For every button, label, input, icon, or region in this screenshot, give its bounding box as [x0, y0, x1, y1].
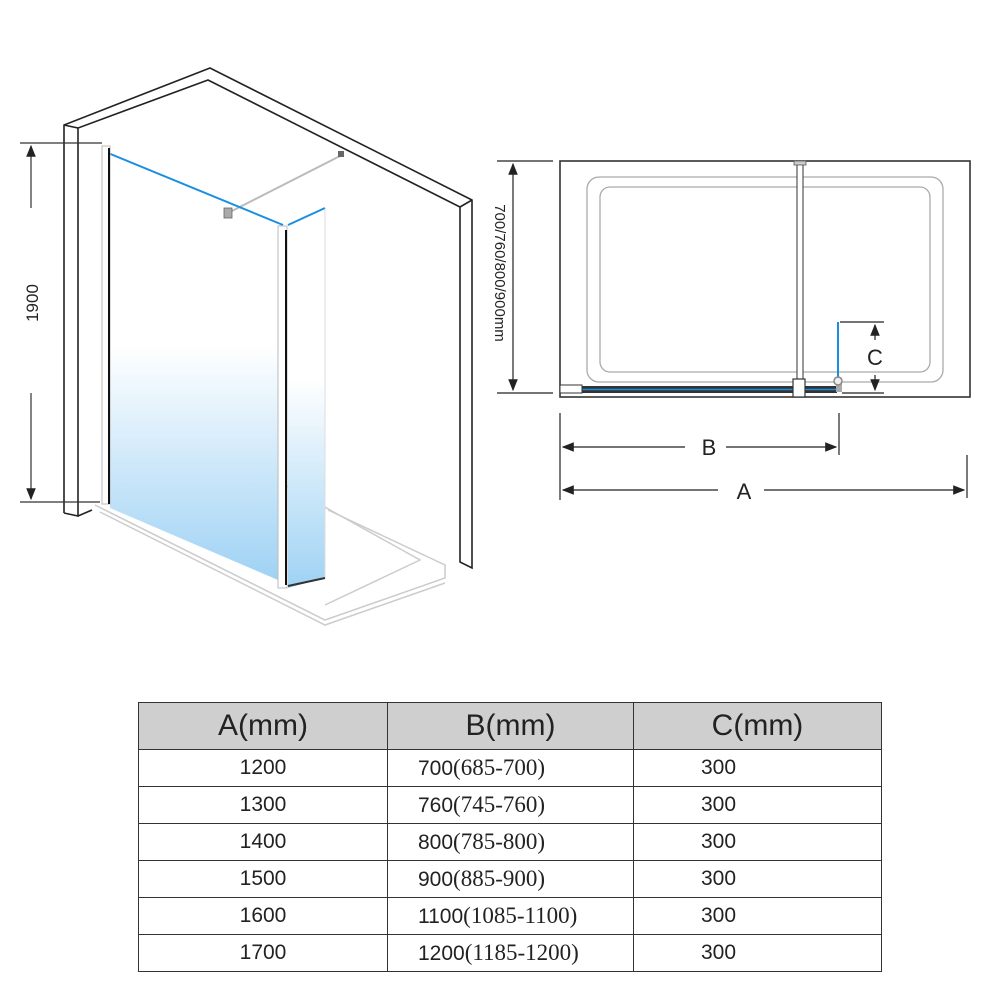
b-value: 800 [418, 831, 454, 854]
dim-a-label: A [737, 479, 752, 504]
cell-b: 1200(1185-1200) [387, 934, 634, 972]
a-dimension [561, 455, 968, 498]
dim-b-label: B [702, 435, 717, 460]
cell-a: 1400 [138, 823, 388, 861]
cell-c: 300 [633, 934, 882, 972]
b-range: (1185-1200) [464, 940, 579, 965]
ceiling-pole [796, 161, 804, 381]
b-range: (785-800) [453, 829, 546, 854]
b-range: (685-700) [453, 755, 546, 780]
return-glass-panel [288, 208, 325, 588]
hinge-icon [833, 376, 843, 386]
tray-inner [599, 186, 931, 373]
height-label: 1900 [23, 284, 42, 322]
wall [63, 67, 473, 570]
bar-wall-bracket [338, 151, 344, 157]
tray-outer [586, 176, 944, 383]
stabiliser-bar [227, 154, 343, 214]
b-value: 700 [418, 757, 454, 780]
cell-a: 1200 [138, 749, 388, 787]
c-dimension [840, 321, 884, 394]
b-value: 760 [418, 794, 454, 817]
cell-b: 1100(1085-1100) [387, 897, 634, 935]
cell-b: 760(745-760) [387, 786, 634, 824]
cell-c: 300 [633, 897, 882, 935]
depth-dimension [497, 160, 553, 394]
wall-channel [559, 384, 583, 394]
wall-profile [101, 145, 111, 505]
pole-top-cap [793, 160, 807, 166]
cell-c: 300 [633, 860, 882, 898]
plan-view: 700/760/800/900mm C B A [491, 160, 971, 504]
height-dimension [20, 142, 102, 503]
pole-bracket [792, 378, 806, 398]
cell-c: 300 [633, 823, 882, 861]
plan-outline [559, 160, 971, 398]
b-value: 1200 [418, 942, 465, 965]
hinge-block [836, 382, 842, 392]
table-header-row: A(mm) B(mm) C(mm) [138, 702, 882, 750]
header-b: B(mm) [387, 702, 634, 750]
main-glass-top-edge [107, 152, 284, 226]
return-glass-top-edge [287, 207, 326, 226]
dim-c-label: C [867, 345, 883, 370]
cell-b: 800(785-800) [387, 823, 634, 861]
b-range: (885-900) [453, 866, 546, 891]
cell-b: 900(885-900) [387, 860, 634, 898]
cell-c: 300 [633, 749, 882, 787]
cell-c: 300 [633, 786, 882, 824]
cell-b: 700(685-700) [387, 749, 634, 787]
cell-a: 1500 [138, 860, 388, 898]
main-glass-panel [110, 153, 278, 580]
b-value: 900 [418, 868, 454, 891]
cell-a: 1700 [138, 934, 388, 972]
perspective-view: 1900 [20, 67, 473, 626]
b-range: (1085-1100) [463, 903, 578, 928]
corner-post [277, 225, 326, 589]
cell-a: 1300 [138, 786, 388, 824]
b-range: (745-760) [453, 792, 546, 817]
header-a: A(mm) [138, 702, 388, 750]
header-c: C(mm) [633, 702, 882, 750]
bar-glass-clamp [223, 207, 233, 219]
b-value: 1100 [418, 905, 464, 928]
depth-label: 700/760/800/900mm [491, 204, 508, 342]
cell-a: 1600 [138, 897, 388, 935]
b-dimension [559, 413, 840, 500]
